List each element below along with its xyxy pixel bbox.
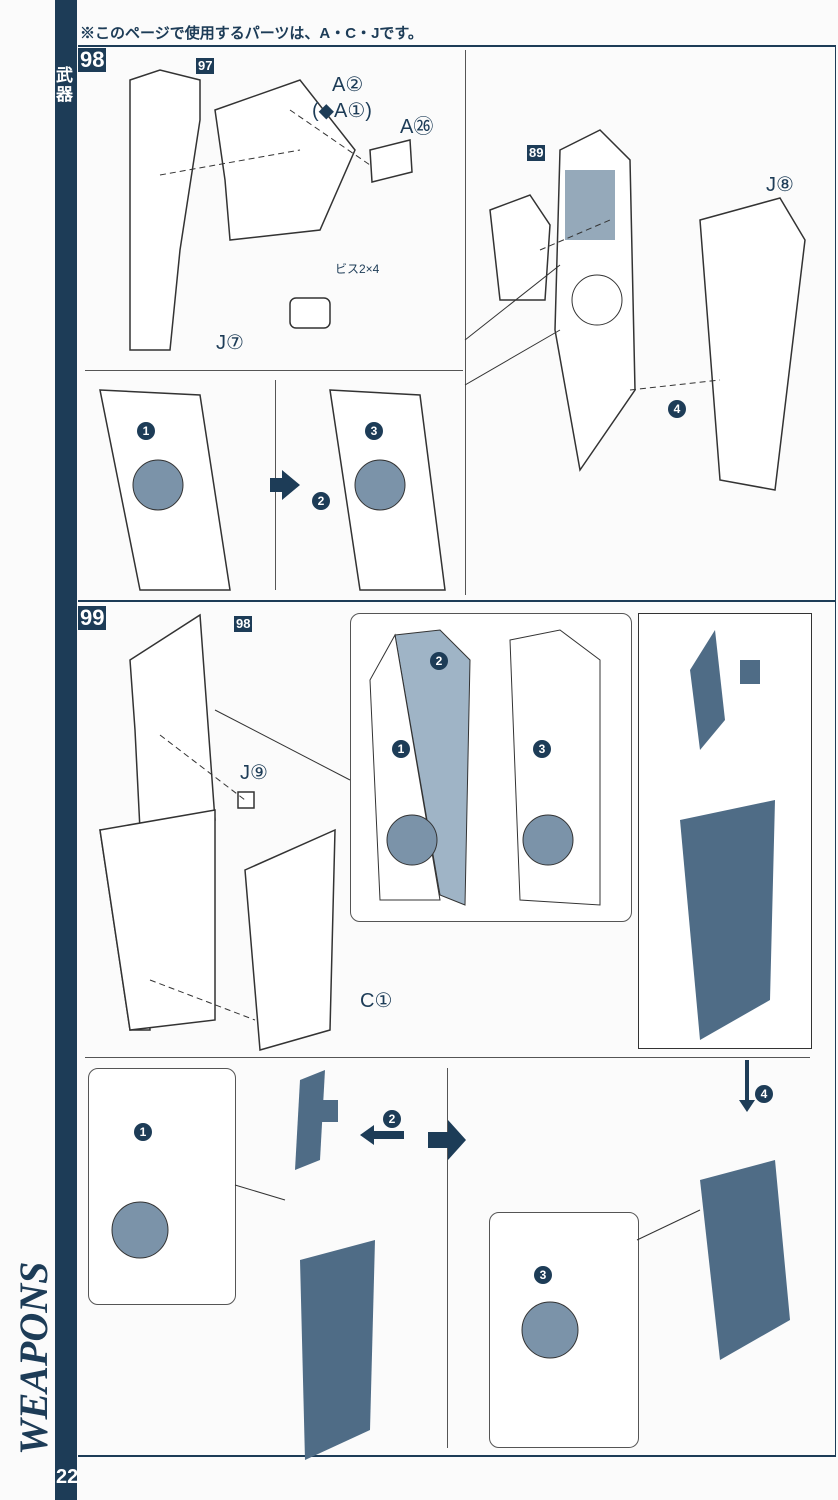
detail-panel [88, 1068, 236, 1305]
section-sidebar [55, 0, 77, 1500]
callout-number: 2 [312, 492, 330, 510]
ref-part: 97 [196, 58, 215, 74]
part-label: A㉖ [400, 116, 434, 138]
callout-number: 1 [137, 422, 155, 440]
divider [447, 1068, 448, 1448]
callout-number: 2 [383, 1110, 401, 1128]
divider [85, 1057, 810, 1058]
part-label: J⑧ [766, 174, 794, 196]
callout-number: 3 [534, 1266, 552, 1284]
step-number: 99 [78, 605, 107, 630]
divider [835, 45, 836, 1457]
section-kanji: 武器 [56, 66, 73, 104]
part-label: A② [332, 74, 364, 96]
step-number: 98 [78, 47, 107, 72]
divider [85, 370, 463, 371]
callout-number: 1 [134, 1123, 152, 1141]
header-rule [78, 45, 835, 47]
step99-illustration [99, 613, 790, 1460]
divider [78, 1455, 835, 1457]
part-label: (◆A①) [312, 100, 372, 122]
screw-label: ビス2×4 [335, 262, 380, 276]
part-label: J⑦ [216, 332, 244, 354]
ref-part: 89 [527, 145, 546, 161]
divider [78, 600, 835, 602]
ref-part: 98 [234, 616, 253, 632]
callout-number: 4 [668, 400, 686, 418]
step98-illustration [99, 69, 806, 591]
callout-number: 1 [392, 740, 410, 758]
part-label: C① [360, 990, 393, 1012]
callout-number: 3 [533, 740, 551, 758]
callout-number: 4 [755, 1085, 773, 1103]
page-number: 22 [56, 1466, 79, 1488]
callout-number: 3 [365, 422, 383, 440]
callout-number: 2 [430, 652, 448, 670]
part-label: J⑨ [240, 762, 268, 784]
section-title: WEAPONS [11, 1261, 56, 1455]
parts-note: ※このページで使用するパーツは、A・C・Jです。 [80, 25, 423, 42]
divider [465, 50, 466, 595]
